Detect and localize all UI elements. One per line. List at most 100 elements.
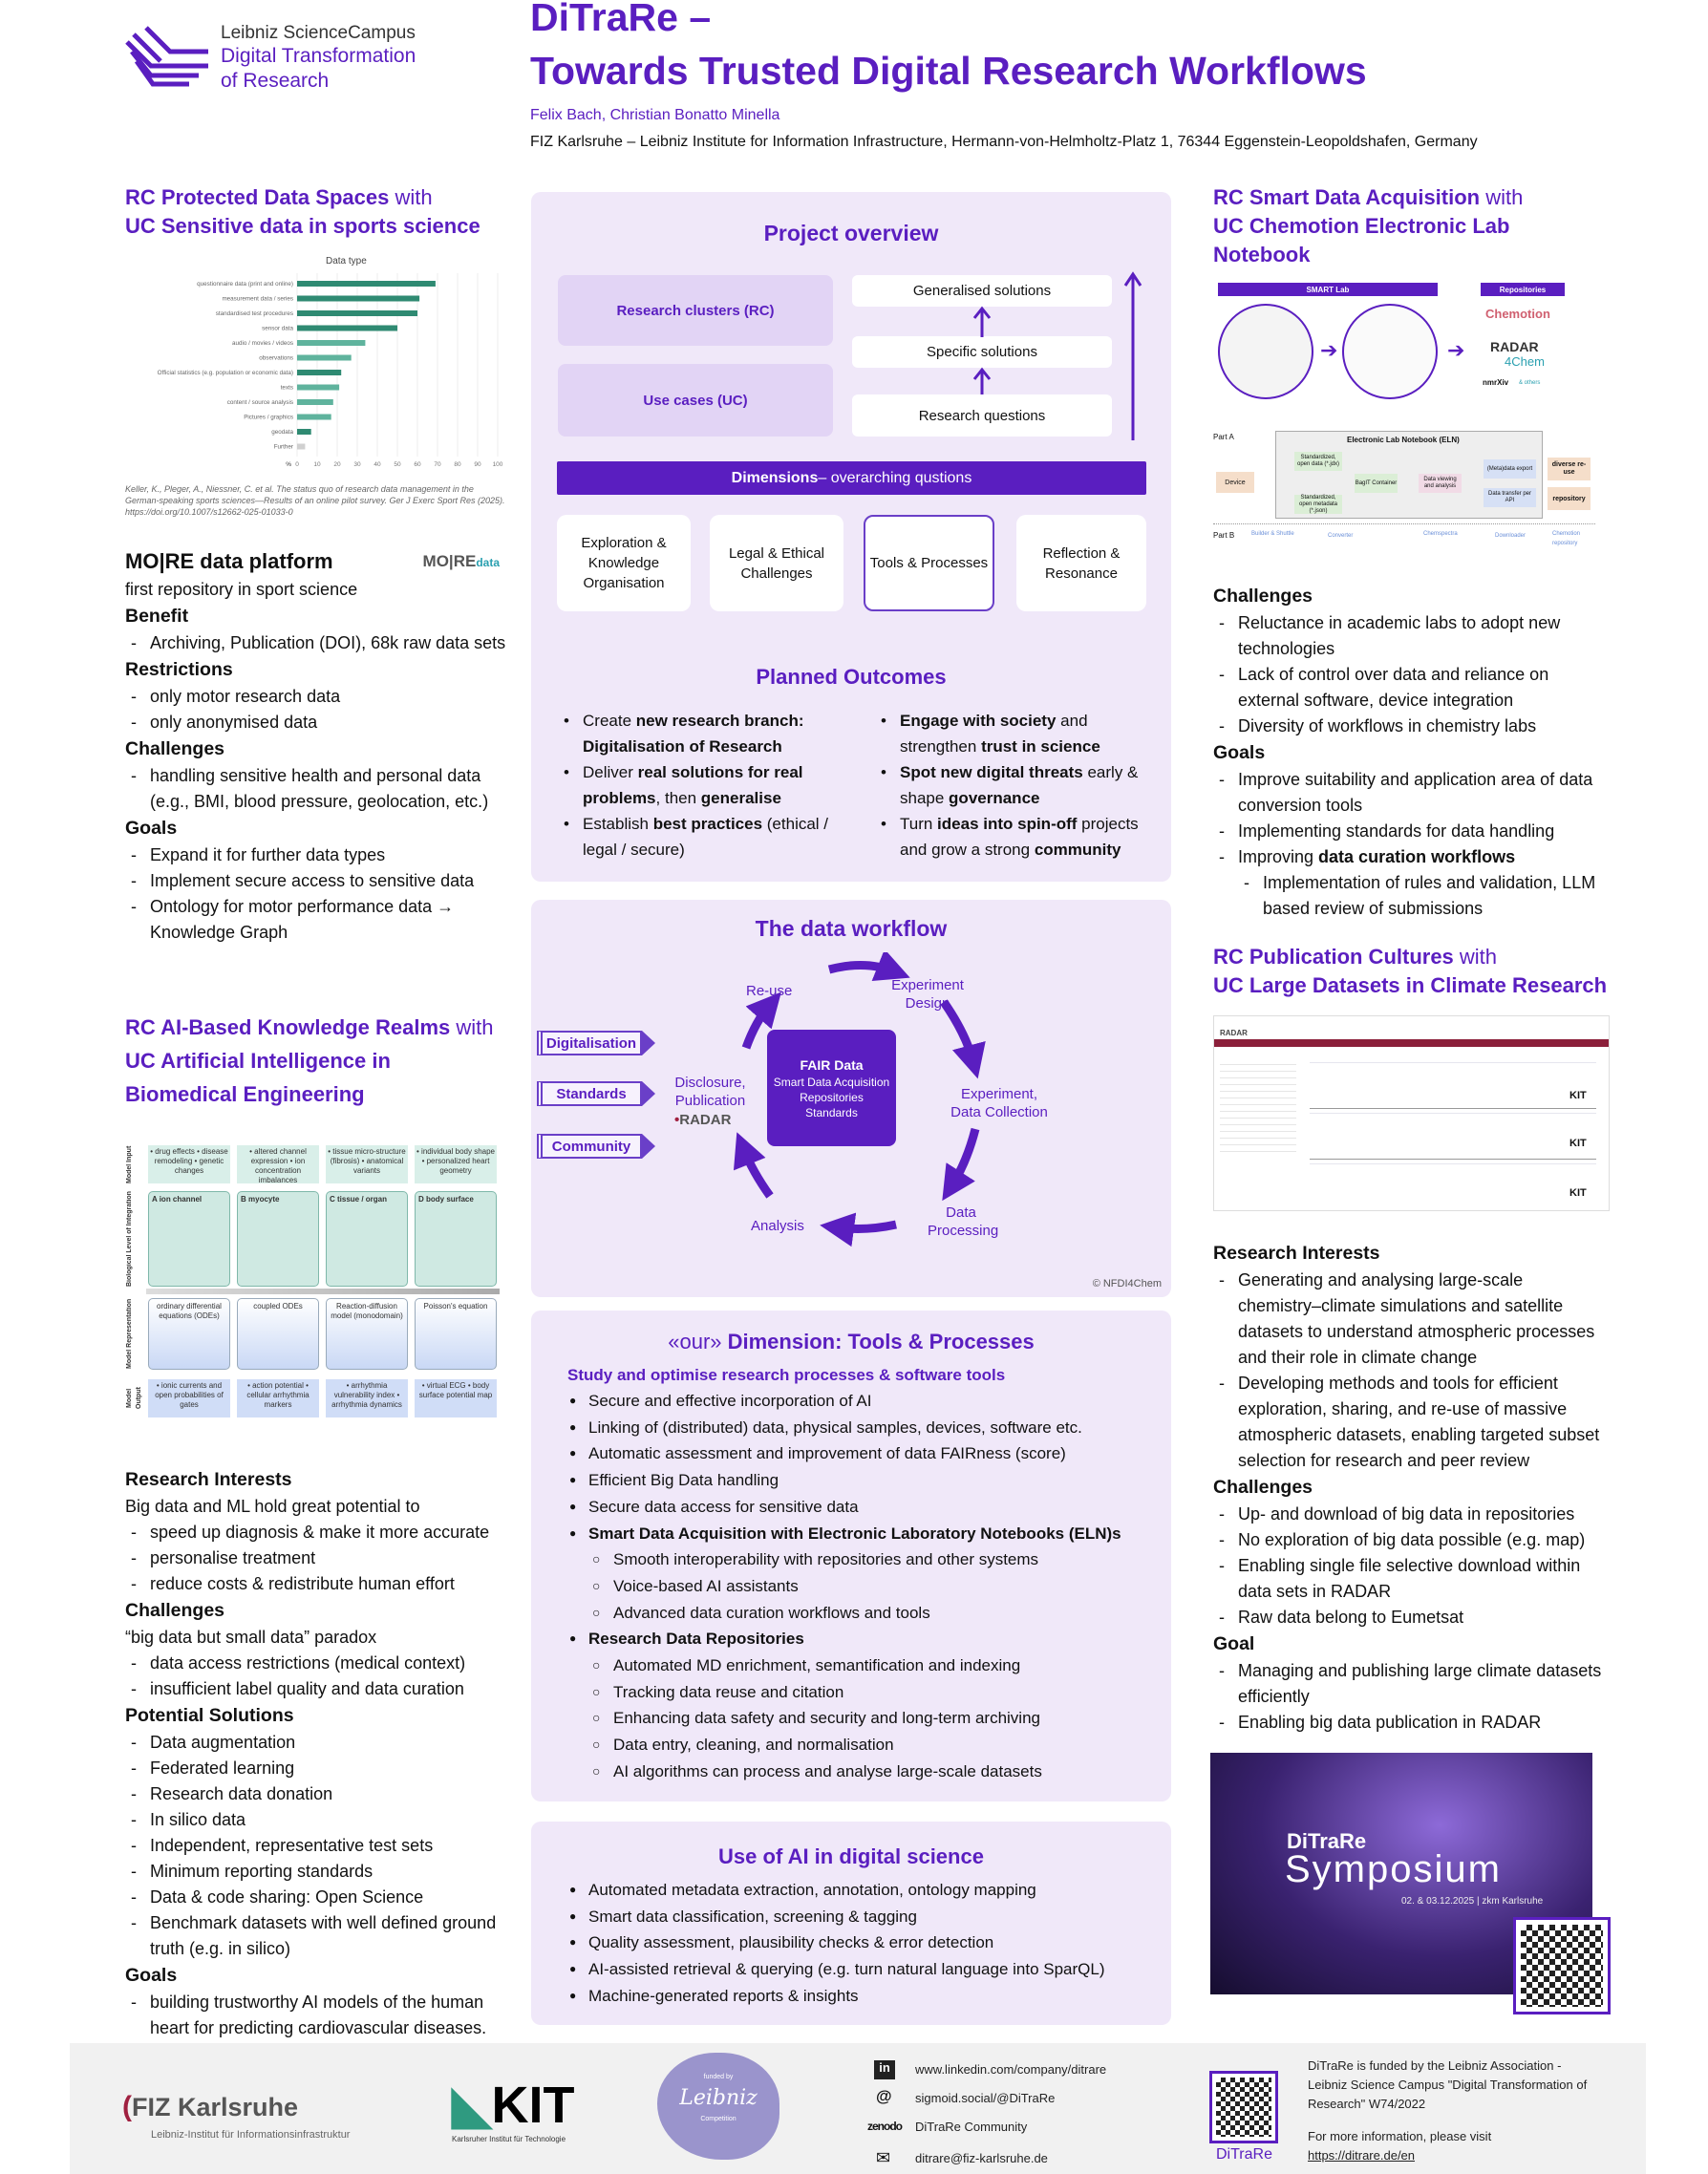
dash-list-item: Diversity of workflows in chemistry labs [1213,714,1610,739]
email-link[interactable]: ditrare@fiz-karlsruhe.de [915,2151,1048,2165]
dash-list-item: Implementing standards for data handling [1213,819,1610,844]
dimension-reflection: Reflection & Resonance [1016,515,1146,611]
dash-list-item: Independent, representative test sets [125,1833,507,1859]
qr-pattern [1216,2078,1271,2137]
dash-list-item: Improving data curation workflows [1213,844,1610,870]
radar-text: RADAR [679,1112,732,1128]
more-logo: MO|REdata [423,548,500,576]
data-workflow-panel: The data workflow Digitalisation Standar… [531,900,1171,1297]
bullet-item: Secure data access for sensitive data [567,1494,1171,1521]
bar [297,443,306,450]
uc-label-1: UC Artificial Intelligence in [125,1049,391,1073]
row-label: Model Input [126,1145,133,1183]
model-output: • arrhythmia vulnerability index • arrhy… [326,1379,408,1417]
ditrare-qr-code[interactable] [1209,2071,1278,2143]
mastodon-link[interactable]: sigmoid.social/@DiTraRe [915,2091,1056,2105]
text-segment: and strengthen [900,712,1088,756]
more-header: MO|RE data platform MO|REdata [125,548,507,577]
bullet-item: Research Data Repositories [567,1626,1171,1652]
dash-list-item: Enabling single file selective download … [1213,1553,1610,1605]
climate-content: Research InterestsGenerating and analysi… [1213,1240,1610,1736]
x-tick-label: 100 [493,461,503,468]
chart-title: Data type [326,256,367,266]
text-segment: community [1034,841,1121,859]
tools-title: «our» Dimension: Tools & Processes [531,1330,1171,1354]
tools-processes-panel: «our» Dimension: Tools & Processes Study… [531,1311,1171,1801]
search-filters [1220,1058,1296,1154]
paragraph: first repository in sport science [125,580,358,599]
subheading: Restrictions [125,659,233,680]
dash-list-item: personalise treatment [125,1545,507,1571]
tool-label: Downloader [1495,533,1527,539]
outcome-item: Establish best practices (ethical / lega… [558,811,844,863]
logo-line-2: Digital Transformation [221,45,416,67]
subheading: Goal [1213,1633,1255,1654]
ai-title: Use of AI in digital science [718,1844,984,1868]
sub-bullet-item: Voice-based AI assistants [567,1573,1171,1600]
symposium-title: Symposium [1285,1848,1502,1890]
repositories-bar: Repositories [1481,283,1565,296]
reuse-box: diverse re-use [1548,458,1591,480]
scientist-laptop-illustration [1342,304,1438,399]
affiliation: FIZ Karlsruhe – Leibniz Institute for In… [530,134,1478,150]
bar [297,295,420,302]
arrow-up-icon [972,367,992,394]
repository-box: repository [1548,487,1591,510]
step-publication: Disclosure, Publication [674,1075,746,1109]
zenodo-link[interactable]: DiTraRe Community [915,2120,1028,2134]
outcomes-title: Planned Outcomes [756,665,947,689]
poster-title-line-2: Towards Trusted Digital Research Workflo… [530,49,1367,93]
website-link[interactable]: https://ditrare.de/en [1308,2148,1416,2163]
text-segment: data curation workflows [1318,847,1516,866]
sub-bullet-item: Advanced data curation workflows and too… [567,1600,1171,1627]
bar [297,325,397,331]
category-label: standardised test procedures [216,310,293,317]
logo-line-3: of Research [221,70,330,92]
overview-title: Project overview [763,221,939,245]
radar-search-screenshot: RADAR KIT KIT KIT [1213,1015,1610,1211]
integration-level: A ion channel [148,1191,230,1287]
kit-logo: ◣KIT [452,2077,575,2134]
eln-label: Electronic Lab Notebook (ELN) [1347,436,1460,444]
with-label: with [389,185,433,209]
text-segment: real solutions for real problems [583,763,803,807]
dash-list-item: In silico data [125,1807,507,1833]
rc-label: RC Protected Data Spaces [125,185,390,209]
text-segment: governance [949,789,1040,807]
model-representation: Poisson's equation [415,1298,497,1370]
dash-list-item: Reluctance in academic labs to adopt new… [1213,610,1610,662]
text-segment: Spot new digital threats [900,763,1083,781]
bar [297,429,311,435]
symposium-qr-code[interactable] [1513,1917,1611,2014]
model-output: • ionic currents and open probabilities … [148,1379,230,1417]
step-data-collection: Experiment, Data Collection [950,1086,1048,1120]
cycle-arrow [741,991,781,1050]
tools-title-prefix: «our» [668,1330,728,1353]
model-output: • virtual ECG • body surface potential m… [415,1379,497,1417]
research-clusters-box: Research clusters (RC) [558,275,833,346]
kit-logo: KIT [1569,1138,1587,1149]
footer: (FIZ Karlsruhe Leibniz-Institut für Info… [70,2043,1646,2174]
category-label: Pictures / graphics [244,415,293,421]
bullet-item: Automated metadata extraction, annotatio… [567,1877,1171,1904]
uc-label-2: Biomedical Engineering [125,1082,365,1106]
fair-line: Repositories [800,1091,864,1104]
dash-list-item: Data & code sharing: Open Science [125,1885,507,1910]
outcome-item: Deliver real solutions for real problems… [558,759,844,811]
dash-list-item: Improve suitability and application area… [1213,767,1610,819]
radar-logo: RADAR [1220,1029,1248,1037]
model-input: • tissue micro-structure (fibrosis) • an… [326,1145,408,1183]
export-box: (Meta)data export [1484,459,1536,479]
nfdi4chem-credit: © NFDI4Chem [1092,1278,1162,1289]
rc-label: RC Publication Cultures [1213,945,1454,969]
linkedin-link[interactable]: www.linkedin.com/company/ditrare [915,2062,1107,2077]
radar4chem-sub: 4Chem [1505,354,1545,369]
device-box: Device [1216,472,1254,493]
arrow-right-icon: ➔ [1447,338,1465,362]
kit-logo: KIT [1569,1187,1587,1199]
step-reuse: Re-use [746,983,793,999]
bullet-item: Smart data classification, screening & t… [567,1904,1171,1930]
